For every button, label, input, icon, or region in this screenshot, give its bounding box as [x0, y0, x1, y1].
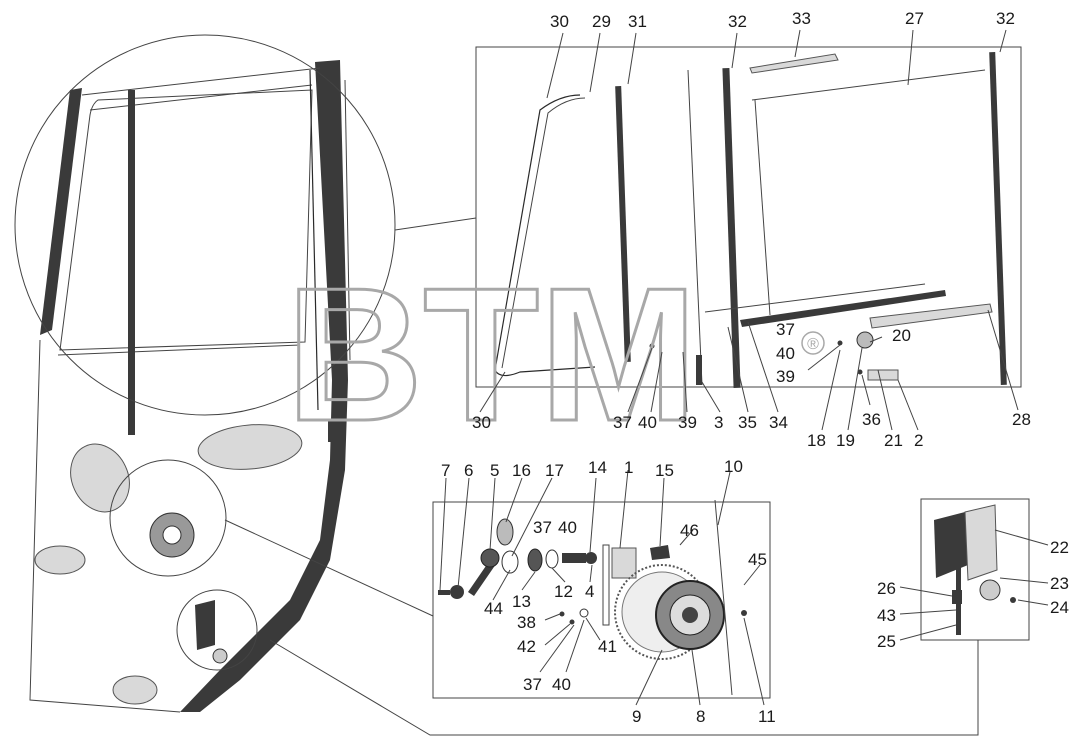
callout: 36	[862, 410, 881, 429]
callout: 24	[1050, 598, 1069, 617]
callout: 40	[638, 413, 657, 432]
callout: 16	[512, 461, 531, 480]
watermark-text: BTM	[286, 249, 698, 461]
callout: 43	[877, 606, 896, 625]
regulator-mechanism-panel	[432, 499, 771, 699]
callout: 17	[545, 461, 564, 480]
callout: 37	[533, 518, 552, 537]
callout: 44	[484, 599, 503, 618]
watermark: BTM ®	[285, 248, 825, 463]
callout: 13	[512, 592, 531, 611]
callout: 15	[655, 461, 674, 480]
callout: 4	[585, 582, 594, 601]
callout: 37	[613, 413, 632, 432]
callout: 9	[632, 707, 641, 726]
registered-mark: ®	[807, 336, 819, 353]
callout: 18	[807, 431, 826, 450]
callout: 32	[996, 9, 1015, 28]
callouts-lock: 22 26 23 43 24 25	[877, 538, 1069, 651]
callout: 12	[554, 582, 573, 601]
callouts-mechanism: 7 6 5 16 17 14 1 15 10 37 40 46 45 44 13…	[441, 457, 776, 726]
callout: 39	[678, 413, 697, 432]
callout: 34	[769, 413, 788, 432]
callout: 21	[884, 431, 903, 450]
callout: 26	[877, 579, 896, 598]
callout: 38	[517, 613, 536, 632]
callout: 29	[592, 12, 611, 31]
callout: 27	[905, 9, 924, 28]
callout: 30	[472, 413, 491, 432]
callout: 42	[517, 637, 536, 656]
callout: 25	[877, 632, 896, 651]
callout: 8	[696, 707, 705, 726]
callout: 22	[1050, 538, 1069, 557]
callout: 3	[714, 413, 723, 432]
callout: 28	[1012, 410, 1031, 429]
door-panel-drawing	[14, 34, 396, 713]
callout: 2	[914, 431, 923, 450]
callout: 39	[776, 367, 795, 386]
callout: 37	[523, 675, 542, 694]
callout: 11	[758, 707, 776, 726]
callout: 40	[552, 675, 571, 694]
callouts-top: 30 29 31 32 33 27 32 37 40 20 39 30 37 4…	[472, 9, 1031, 450]
callout: 33	[792, 9, 811, 28]
callout: 14	[588, 458, 607, 477]
callout: 40	[558, 518, 577, 537]
window-seals-panel	[475, 46, 1022, 389]
callout: 6	[464, 461, 473, 480]
callout: 32	[728, 12, 747, 31]
callout: 37	[776, 320, 795, 339]
callout: 46	[680, 521, 699, 540]
callout: 41	[598, 637, 617, 656]
callout: 40	[776, 344, 795, 363]
callout: 30	[550, 12, 569, 31]
callout: 1	[624, 458, 633, 477]
callout: 23	[1050, 574, 1069, 593]
callout: 35	[738, 413, 757, 432]
callout: 10	[724, 457, 743, 476]
callout: 31	[628, 12, 647, 31]
door-lock-panel	[920, 498, 1030, 641]
callout: 20	[892, 326, 911, 345]
callout: 19	[836, 431, 855, 450]
callout: 5	[490, 461, 499, 480]
callout: 7	[441, 461, 450, 480]
callout: 45	[748, 550, 767, 569]
